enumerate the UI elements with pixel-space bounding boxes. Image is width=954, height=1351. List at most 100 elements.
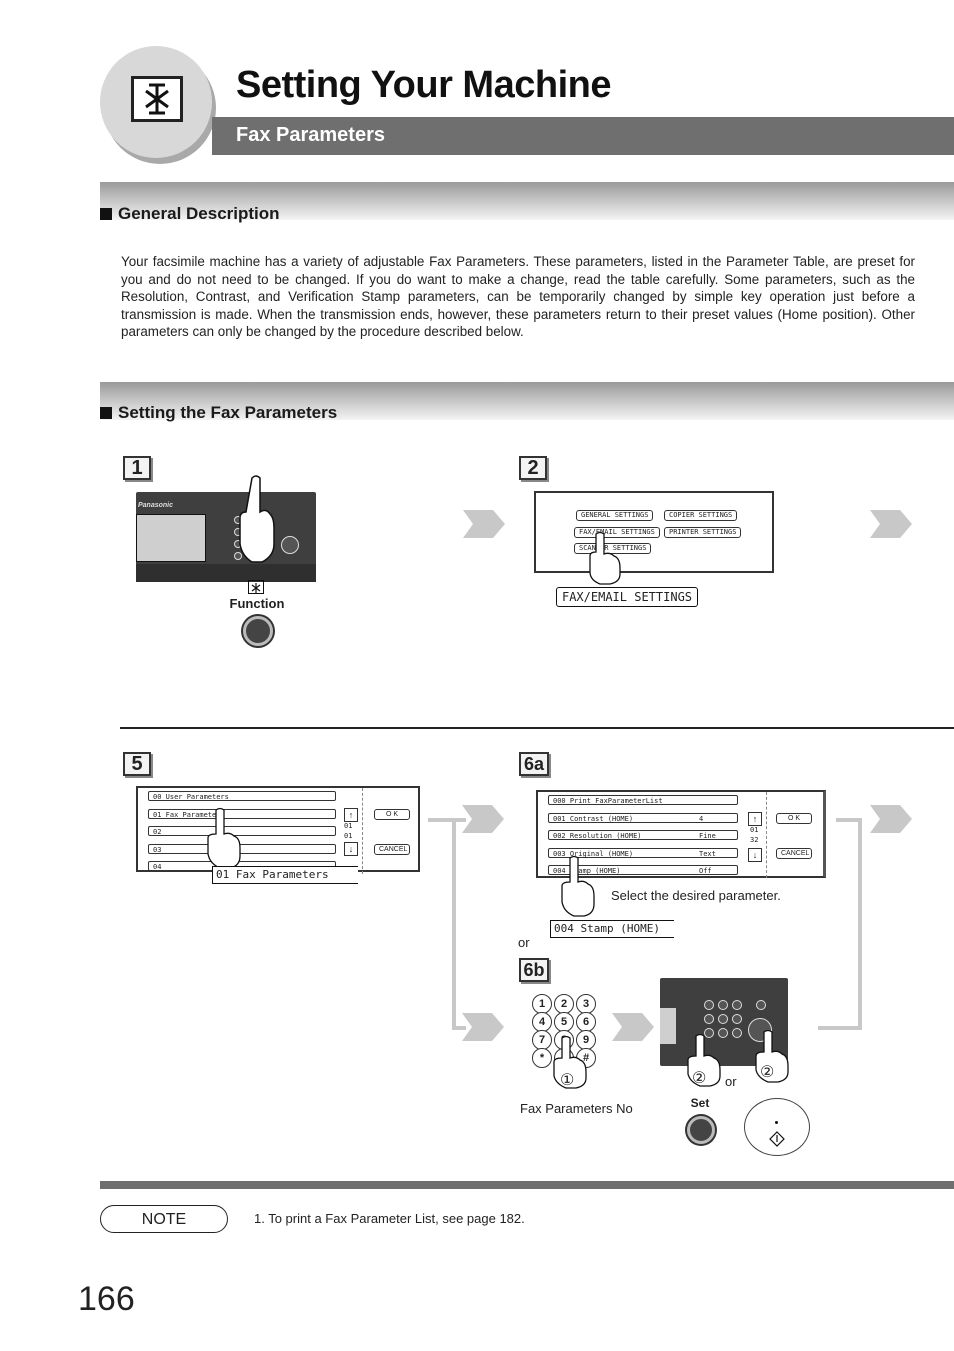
- settings-screen: GENERAL SETTINGS COPIER SETTINGS FAX/EMA…: [534, 491, 774, 573]
- function-icon: [131, 76, 183, 122]
- key-1[interactable]: 1: [532, 994, 552, 1014]
- setting-heading-text: Setting the Fax Parameters: [118, 403, 338, 422]
- parameter-row[interactable]: 002 Resolution (HOME) Fine: [548, 830, 738, 840]
- section-heading-general: General Description: [100, 204, 280, 224]
- hand-pointer-icon: [561, 855, 595, 917]
- key-star[interactable]: *: [532, 1048, 552, 1068]
- or-text: or: [518, 935, 530, 950]
- scroll-down-icon[interactable]: ↓: [748, 848, 762, 862]
- general-heading-text: General Description: [118, 204, 280, 223]
- parameter-row[interactable]: 001 Contrast (HOME) 4: [548, 813, 738, 823]
- step-5-number: 5: [123, 752, 151, 776]
- next-arrow-icon: [462, 805, 504, 833]
- panel-start-key: [281, 536, 299, 554]
- panel-key: [732, 1028, 742, 1038]
- function-button[interactable]: [243, 616, 273, 646]
- key-4[interactable]: 4: [532, 1012, 552, 1032]
- step-marker-1: ①: [560, 1072, 575, 1089]
- section-bar-setting: [100, 382, 954, 420]
- parameter-list-screen: 000 Print FaxParameterList 001 Contrast …: [536, 790, 826, 878]
- panel-key: [718, 1014, 728, 1024]
- note-text: 1. To print a Fax Parameter List, see pa…: [254, 1211, 525, 1226]
- key-3[interactable]: 3: [576, 994, 596, 1014]
- parameter-row-value: Fine: [699, 832, 716, 840]
- next-arrow-icon: [612, 1013, 654, 1041]
- key-2[interactable]: 2: [554, 994, 574, 1014]
- step-marker-2: ②: [760, 1064, 775, 1081]
- control-panel-image: Panasonic: [136, 492, 316, 582]
- scroll-down-icon[interactable]: ↓: [344, 842, 358, 856]
- section-heading-setting: Setting the Fax Parameters: [100, 403, 337, 423]
- parameter-row[interactable]: 003 Original (HOME)Text: [548, 848, 738, 858]
- subtitle-bar: [212, 117, 954, 155]
- note-label: NOTE: [100, 1205, 228, 1233]
- parameter-row[interactable]: 02: [148, 826, 336, 836]
- scroll-up-icon[interactable]: ↑: [748, 812, 762, 826]
- parameter-row[interactable]: 00 User Parameters: [148, 791, 336, 801]
- panel-key: [718, 1000, 728, 1010]
- parameter-category-screen: 00 User Parameters 01 Fax Parameters 02 …: [136, 786, 420, 874]
- fax-parameters-no-caption: Fax Parameters No: [520, 1101, 633, 1116]
- parameter-row[interactable]: 01 Fax Parameters: [148, 809, 336, 819]
- start-icon: [769, 1131, 785, 1147]
- page-current: 01: [344, 822, 353, 830]
- page-title: Setting Your Machine: [236, 64, 611, 106]
- page-number: 166: [78, 1280, 135, 1318]
- set-button[interactable]: [687, 1116, 715, 1144]
- panel-key: [756, 1000, 766, 1010]
- parameter-row[interactable]: 004 Stamp (HOME)Off: [548, 865, 738, 875]
- key-6[interactable]: 6: [576, 1012, 596, 1032]
- merge-line: [836, 818, 862, 822]
- page-total: 01: [344, 832, 353, 840]
- scanner-settings-button[interactable]: SCANNER SETTINGS: [574, 543, 652, 554]
- parameter-row-value: 4: [699, 815, 704, 823]
- branch-line: [452, 818, 456, 1030]
- panel-key: [732, 1014, 742, 1024]
- next-arrow-icon: [463, 510, 505, 538]
- hand-pointer-icon: [553, 1035, 587, 1089]
- ok-button[interactable]: O K: [374, 809, 410, 820]
- set-button-label: Set: [690, 1096, 710, 1110]
- key-5[interactable]: 5: [554, 1012, 574, 1032]
- general-settings-button[interactable]: GENERAL SETTINGS: [576, 510, 654, 521]
- page-subtitle: Fax Parameters: [236, 124, 385, 146]
- parameter-row[interactable]: 03: [148, 844, 336, 854]
- parameter-row-label: 002 Resolution (HOME): [553, 832, 642, 840]
- bullet-square-icon: [100, 407, 112, 419]
- select-parameter-instruction: Select the desired parameter.: [611, 888, 781, 903]
- hand-pointer-icon: [239, 475, 275, 563]
- cancel-button[interactable]: CANCEL: [374, 844, 410, 855]
- parameter-row-label: 001 Contrast (HOME): [553, 815, 634, 823]
- scroll-up-icon[interactable]: ↑: [344, 808, 358, 822]
- key-7[interactable]: 7: [532, 1030, 552, 1050]
- merge-line: [858, 818, 862, 1030]
- panel-key: [704, 1000, 714, 1010]
- parameter-row[interactable]: 000 Print FaxParameterList: [548, 795, 738, 805]
- ok-button[interactable]: O K: [776, 813, 812, 824]
- branch-line: [428, 818, 466, 822]
- start-button[interactable]: [744, 1098, 810, 1156]
- panel-key: [718, 1028, 728, 1038]
- function-small-icon: [248, 580, 264, 594]
- panel-key: [732, 1000, 742, 1010]
- hand-pointer-icon: [589, 531, 621, 585]
- page-current: 01: [750, 826, 759, 834]
- next-arrow-icon: [462, 1013, 504, 1041]
- section-bar-general: [100, 182, 954, 220]
- fax-parameters-callout: 01 Fax Parameters: [212, 866, 358, 884]
- or-text: or: [725, 1074, 737, 1089]
- copier-settings-button[interactable]: COPIER SETTINGS: [664, 510, 738, 521]
- page-total: 32: [750, 836, 759, 844]
- function-button-label: Function: [229, 596, 285, 611]
- branch-line: [452, 1026, 466, 1030]
- panel-key: [704, 1028, 714, 1038]
- panel-key: [704, 1014, 714, 1024]
- cancel-button[interactable]: CANCEL: [776, 848, 812, 859]
- start-dot-icon: [775, 1121, 778, 1124]
- printer-settings-button[interactable]: PRINTER SETTINGS: [664, 527, 742, 538]
- parameter-row-label: 004 Stamp (HOME): [553, 867, 621, 875]
- step-6b-number: 6b: [519, 958, 549, 982]
- fax-email-settings-button[interactable]: FAX/EMAIL SETTINGS: [574, 527, 660, 538]
- panel-display: [660, 1008, 676, 1044]
- parameter-row-value: Text: [699, 850, 716, 858]
